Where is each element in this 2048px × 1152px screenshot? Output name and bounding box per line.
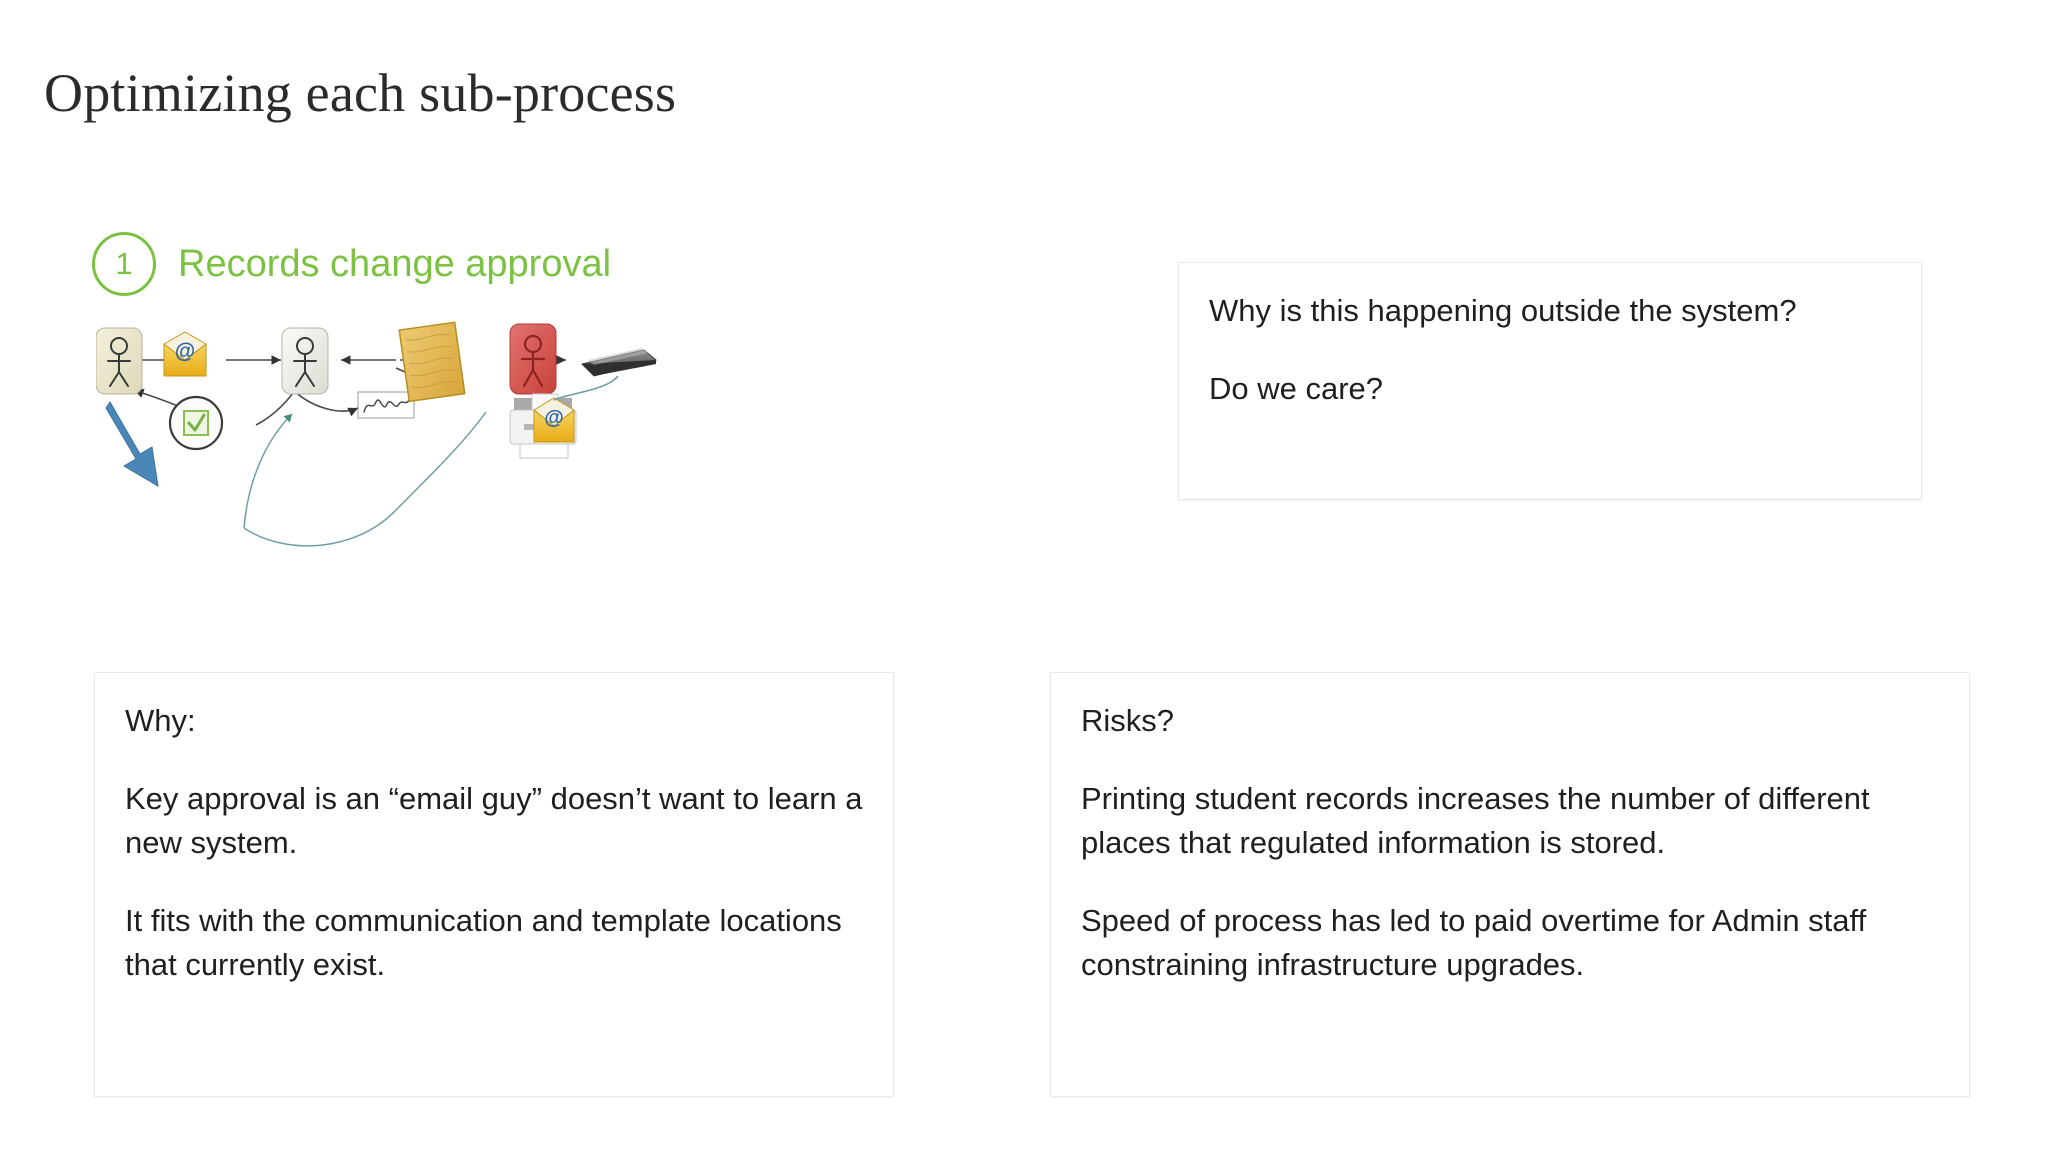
svg-text:@: @ [544, 407, 564, 429]
callout-heading: Risks? [1081, 703, 1175, 738]
callout-line: Do we care? [1209, 371, 1384, 407]
page-title: Optimizing each sub-process [44, 63, 677, 123]
email-envelope-1: @ [163, 331, 207, 377]
feedback-loop-arrow-mid [243, 509, 397, 547]
callout-line: It fits with the communication and templ… [125, 903, 842, 983]
paper-document [398, 321, 466, 403]
feedback-loop-arrow-right [395, 411, 487, 511]
scanner [581, 348, 658, 377]
callout-why-rationale: Why: Key approval is an “email guy” does… [94, 672, 894, 1097]
requester-person [96, 327, 143, 395]
callout-line: Why is this happening outside the system… [1209, 293, 1797, 328]
callout-heading: Why: [125, 703, 196, 738]
admin-person [509, 323, 557, 395]
callout-why-outside-system: Why is this happening outside the system… [1178, 262, 1922, 500]
approver-person [281, 327, 329, 395]
callout-line: Speed of process has led to paid overtim… [1081, 903, 1867, 983]
blue-emphasis-arrow [105, 401, 159, 487]
callout-risks: Risks? Printing student records increase… [1050, 672, 1970, 1097]
scanner-to-email-link [553, 375, 619, 401]
approval-checkmark [168, 395, 224, 451]
callout-line: Printing student records increases the n… [1081, 781, 1870, 861]
process-diagram: @ [96, 320, 756, 680]
step-number-badge: 1 [92, 232, 156, 296]
step-heading: 1 Records change approval [92, 232, 611, 296]
feedback-loop-arrow-left [243, 413, 293, 529]
svg-text:@: @ [175, 340, 195, 363]
callout-line: Key approval is an “email guy” doesn’t w… [125, 781, 863, 861]
signature-box [357, 391, 415, 419]
email-envelope-2: @ [533, 397, 575, 443]
step-title-label: Records change approval [178, 242, 612, 285]
